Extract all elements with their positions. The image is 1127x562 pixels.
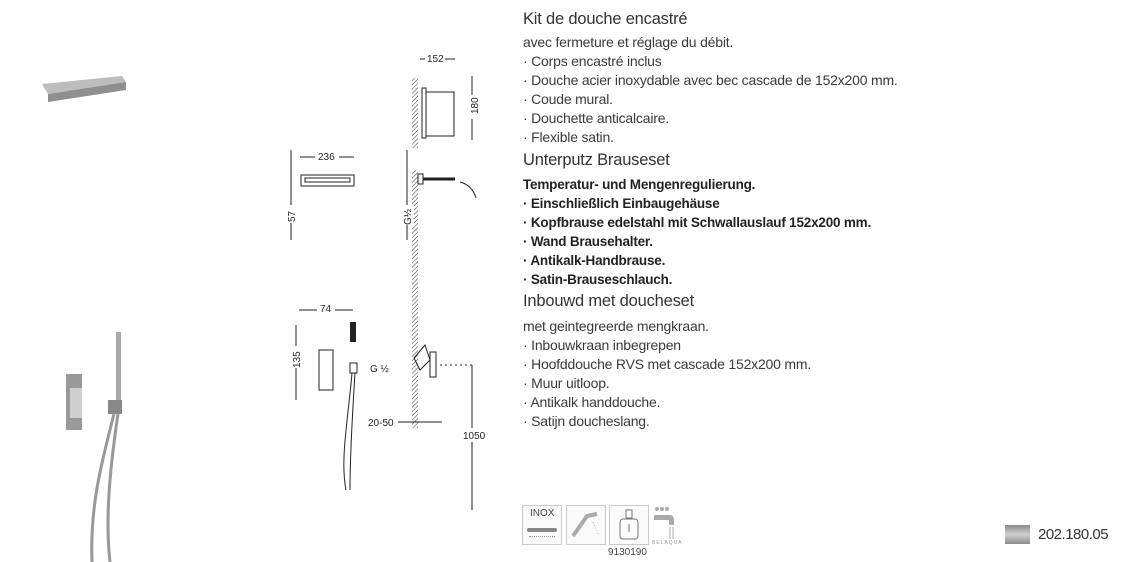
text-line: · Hoofddouche RVS met cascade 152x200 mm… xyxy=(523,356,812,372)
text-line: · Corps encastré inclus xyxy=(523,53,662,69)
dim-20-50: 20-50 xyxy=(368,418,394,429)
text-line: avec fermeture et réglage du débit. xyxy=(523,34,734,50)
text-line: · Douchette anticalcaire. xyxy=(523,110,669,126)
text-line: Temperatur- und Mengenregulierung. xyxy=(523,177,756,192)
dim-g12-vertical: G½ xyxy=(403,208,414,225)
part-number: 9130190 xyxy=(608,547,647,558)
text-line: · Einschließlich Einbaugehäuse xyxy=(523,196,720,211)
wall-hatch xyxy=(412,78,418,148)
belaqua-label: BELAQUA xyxy=(652,540,683,546)
title-de: Unterputz Brauseset xyxy=(523,151,670,169)
title-nl: Inbouwd met doucheset xyxy=(523,292,694,310)
text-line: · Coude mural. xyxy=(523,91,613,107)
dim-1050: 1050 xyxy=(463,431,486,442)
text-line: · Muur uitloop. xyxy=(523,375,610,391)
belaqua-icon: BELAQUA xyxy=(652,505,692,549)
waterfall-head-photo xyxy=(42,72,126,102)
text-line: · Inbouwkraan inbegrepen xyxy=(523,337,681,353)
dim-180: 180 xyxy=(470,97,481,114)
text-line: · Wand Brausehalter. xyxy=(523,234,653,249)
text-line: · Antikalk-Handbrause. xyxy=(523,253,666,268)
text-line: · Satijn doucheslang. xyxy=(523,413,650,429)
inox-icon: INOX xyxy=(522,505,562,545)
inox-label: INOX xyxy=(530,508,555,519)
text-line: · Flexible satin. xyxy=(523,129,614,145)
text-line: · Douche acier inoxydable avec bec casca… xyxy=(523,72,898,88)
text-line: met geintegreerde mengkraan. xyxy=(523,318,709,334)
dim-57: 57 xyxy=(287,210,298,222)
dim-236: 236 xyxy=(318,152,335,163)
title-fr: Kit de douche encastré xyxy=(523,10,688,28)
dim-g12-horizontal: G ½ xyxy=(370,364,390,375)
text-line: · Kopfbrause edelstahl mit Schwallauslau… xyxy=(523,215,872,230)
text-line: · Satin-Brauseschlauch. xyxy=(523,272,673,287)
text-line: · Antikalk handdouche. xyxy=(523,394,661,410)
hand-shower-icon xyxy=(566,505,606,545)
finish-swatch xyxy=(1005,525,1030,544)
cartridge-icon xyxy=(609,505,649,545)
dim-74: 74 xyxy=(320,304,332,315)
dim-135: 135 xyxy=(292,351,303,368)
technical-drawing: 152 180 236 57 G½ 74 135 xyxy=(284,52,486,510)
finish-code: 202.180.05 xyxy=(1038,526,1109,543)
shower-set-photo xyxy=(50,328,140,562)
dim-152: 152 xyxy=(427,54,444,65)
